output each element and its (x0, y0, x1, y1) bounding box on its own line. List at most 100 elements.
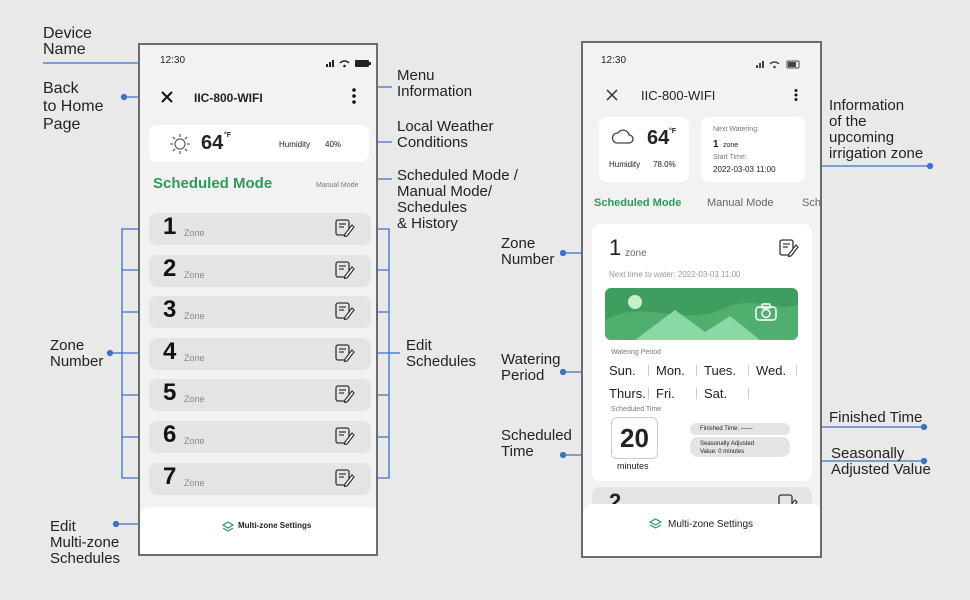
camera-icon[interactable] (755, 303, 777, 326)
day-option[interactable]: Mon. (656, 363, 685, 378)
layers-icon (221, 520, 235, 538)
start-time-label: Start Time: (713, 154, 747, 161)
status-icons (756, 56, 804, 74)
start-time-value: 2022-03-03 11:00 (713, 165, 776, 174)
seasonal-adjusted-pill: Seasonally Adjusted Value: 0 minutes (690, 437, 790, 457)
callout-menu-info: Menu Information (397, 67, 473, 100)
device-name: IIC-800-WIFI (194, 91, 263, 105)
phone-zone-detail-screen: 12:30 IIC-800-WIFI 64 °F Humidity 78.0% … (581, 41, 822, 558)
callout-watering-period: Watering Period (501, 351, 561, 384)
zone-label: Zone (184, 269, 205, 280)
day-divider (696, 365, 697, 376)
zone-label: Zone (184, 352, 205, 363)
callout-local-weather: Local Weather Conditions (397, 118, 494, 151)
more-vertical-icon[interactable] (351, 87, 357, 110)
day-option[interactable]: Thurs. (609, 386, 646, 401)
callout-edit-multizone: Edit Multi-zone Schedules (50, 518, 121, 567)
edit-schedule-icon[interactable] (335, 219, 355, 242)
day-option[interactable]: Wed. (756, 363, 787, 378)
scheduled-minutes-value: 20 (620, 423, 649, 453)
zone-label: Zone (184, 477, 205, 488)
tab-scheduled-mode[interactable]: Scheduled Mode (153, 175, 273, 192)
zone-number: 5 (163, 379, 177, 407)
cloud-icon (611, 129, 635, 150)
callout-info-upcoming: Information of the upcoming irrigation z… (829, 97, 924, 162)
temperature-value: 64 (647, 127, 670, 149)
edit-schedule-icon[interactable] (779, 239, 799, 262)
scheduled-time-label: Scheduled Time (611, 406, 662, 413)
day-option[interactable]: Sun. (609, 363, 636, 378)
bottom-bar: Multi-zone Settings (583, 504, 820, 556)
zone-label: Zone (184, 394, 205, 405)
day-option[interactable]: Sat. (704, 386, 728, 401)
callout-device-name: Device Name (43, 25, 92, 58)
edit-schedule-icon[interactable] (335, 427, 355, 450)
close-icon[interactable] (605, 88, 619, 107)
edit-schedule-icon[interactable] (335, 260, 355, 284)
minutes-label: minutes (617, 461, 649, 471)
zone-label: Zone (184, 311, 205, 322)
scheduled-time-box[interactable]: 20 (611, 417, 658, 459)
zone-number: 1 (609, 235, 622, 260)
weather-card: 64 °F Humidity 40% (149, 125, 369, 162)
close-icon[interactable] (160, 90, 174, 109)
humidity-value: 40% (325, 140, 342, 149)
next-watering-card: Next Watering: 1 zone Start Time: 2022-0… (701, 117, 805, 182)
zone-photo[interactable] (605, 288, 798, 340)
day-divider (796, 365, 797, 376)
edit-schedule-icon[interactable] (335, 385, 355, 408)
watering-period-label: Watering Period (611, 349, 661, 356)
edit-schedule-icon[interactable] (335, 468, 355, 492)
callout-zone-number-left: Zone Number (50, 337, 104, 370)
day-option[interactable]: Fri. (656, 386, 675, 401)
callout-finished-time: Finished Time (829, 409, 923, 426)
day-divider (648, 388, 649, 399)
zone-label: Zone (184, 436, 205, 446)
next-zone-number: 1 (713, 139, 719, 150)
next-time-to-water: Next time to water: 2022-03-03 11:00 (609, 270, 741, 279)
weather-card: 64 °F Humidity 78.0% (599, 117, 689, 182)
day-divider (748, 388, 749, 399)
day-divider (696, 388, 697, 399)
tab-manual-mode[interactable]: Manual Mode (316, 182, 359, 189)
tab-scheduled-mode[interactable]: Scheduled Mode (594, 197, 682, 209)
multizone-settings-button[interactable]: Multi-zone Settings (668, 519, 754, 530)
zone-number: 3 (163, 296, 177, 324)
humidity-label: Humidity (609, 160, 641, 169)
bottom-bar: Multi-zone Settings (140, 507, 376, 554)
callout-edit-schedules: Edit Schedules (406, 337, 477, 370)
temperature-value: 64 (201, 132, 224, 154)
zone-number: 6 (163, 421, 177, 448)
seasonal-line-1: Seasonally Adjusted (700, 441, 755, 447)
device-name: IIC-800-WIFI (641, 88, 716, 103)
zone-number: 1 (163, 213, 177, 240)
edit-schedule-icon[interactable] (335, 302, 355, 325)
zone-number: 4 (163, 337, 177, 365)
edit-schedule-icon[interactable] (335, 344, 355, 367)
callout-seasonally-adjusted: Seasonally Adjusted Value (831, 445, 931, 478)
callout-scheduled-time: Scheduled Time (501, 427, 572, 460)
next-zone-label: zone (723, 142, 739, 149)
multizone-settings-button[interactable]: Multi-zone Settings (238, 521, 312, 530)
status-time: 12:30 (601, 55, 627, 66)
day-divider (648, 365, 649, 376)
day-option[interactable]: Tues. (704, 363, 737, 378)
phone-home-screen: 12:30 IIC-800-WIFI 64 °F Humidity 40% Sc… (138, 43, 378, 556)
zone-number: 2 (163, 254, 177, 282)
zone-label: Zone (184, 228, 205, 238)
status-time: 12:30 (160, 55, 186, 66)
zone-label: zone (625, 248, 647, 259)
status-icons (326, 55, 374, 73)
more-vertical-icon[interactable] (793, 88, 799, 107)
next-watering-label: Next Watering: (713, 126, 760, 133)
tab-schedules[interactable]: Sch (802, 197, 821, 209)
day-divider (748, 365, 749, 376)
tab-manual-mode[interactable]: Manual Mode (707, 197, 774, 209)
